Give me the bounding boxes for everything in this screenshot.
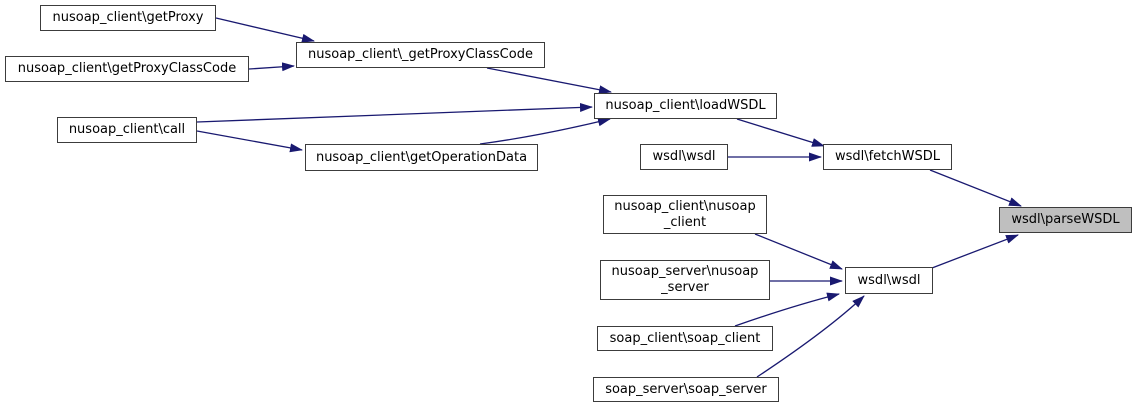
- node-load-wsdl[interactable]: nusoap_client\loadWSDL: [594, 93, 777, 119]
- edge-get-proxy-to-internal-get-proxy-class-code: [215, 17, 315, 43]
- edge-get-operation-data-to-load-wsdl: [479, 117, 611, 145]
- node-label: _client: [663, 214, 707, 230]
- node-parse-wsdl: wsdl\parseWSDL: [999, 207, 1132, 233]
- node-label: wsdl\wsdl: [652, 149, 716, 164]
- node-label: nusoap_client\loadWSDL: [605, 98, 766, 113]
- edge-get-proxy-class-code-to-internal-get-proxy-class-code: [248, 62, 295, 72]
- node-soap-server-constructor[interactable]: soap_server\soap_server: [593, 377, 779, 402]
- edge-call-to-get-operation-data: [196, 130, 303, 153]
- edge-fetch-wsdl-to-parse-wsdl: [929, 169, 1022, 207]
- node-wsdl-wsdl-bottom[interactable]: wsdl\wsdl: [845, 267, 933, 294]
- edge-internal-get-proxy-class-code-to-load-wsdl: [486, 67, 612, 95]
- node-label: nusoap_client\getProxyClassCode: [17, 61, 237, 76]
- edge-nusoap-client-constructor-to-wsdl-wsdl-bottom: [754, 233, 843, 270]
- node-label: nusoap_client\nusoap: [614, 198, 756, 214]
- edge-load-wsdl-to-fetch-wsdl: [736, 118, 825, 147]
- node-nusoap-server-constructor[interactable]: nusoap_server\nusoap_server: [600, 260, 770, 300]
- node-get-proxy-class-code[interactable]: nusoap_client\getProxyClassCode: [5, 56, 249, 82]
- node-label: nusoap_client\getProxy: [52, 10, 204, 25]
- node-label: nusoap_server\nusoap: [611, 264, 759, 279]
- node-get-operation-data[interactable]: nusoap_client\getOperationData: [305, 144, 538, 171]
- node-label: _server: [661, 280, 709, 295]
- edge-soap-client-constructor-to-wsdl-wsdl-bottom: [734, 292, 840, 327]
- node-label: wsdl\wsdl: [857, 272, 921, 288]
- edge-wsdl-wsdl-bottom-to-parse-wsdl: [931, 234, 1019, 269]
- node-wsdl-wsdl-top[interactable]: wsdl\wsdl: [640, 144, 728, 170]
- node-label: soap_client\soap_client: [609, 330, 761, 346]
- node-fetch-wsdl[interactable]: wsdl\fetchWSDL: [823, 144, 952, 170]
- node-soap-client-constructor[interactable]: soap_client\soap_client: [597, 326, 773, 351]
- node-label: soap_server\soap_server: [605, 381, 767, 397]
- node-label: nusoap_client\getOperationData: [315, 149, 528, 165]
- node-internal-get-proxy-class-code[interactable]: nusoap_client\_getProxyClassCode: [296, 42, 545, 68]
- node-get-proxy[interactable]: nusoap_client\getProxy: [40, 5, 216, 31]
- edge-soap-server-constructor-to-wsdl-wsdl-bottom: [756, 295, 865, 378]
- node-label: nusoap_client\_getProxyClassCode: [308, 47, 533, 62]
- node-nusoap-client-constructor[interactable]: nusoap_client\nusoap_client: [603, 195, 767, 234]
- node-label: nusoap_client\call: [68, 122, 186, 137]
- node-label: wsdl\parseWSDL: [1011, 212, 1120, 227]
- node-call[interactable]: nusoap_client\call: [57, 117, 197, 143]
- node-label: wsdl\fetchWSDL: [834, 149, 941, 164]
- edge-call-to-load-wsdl: [196, 102, 593, 123]
